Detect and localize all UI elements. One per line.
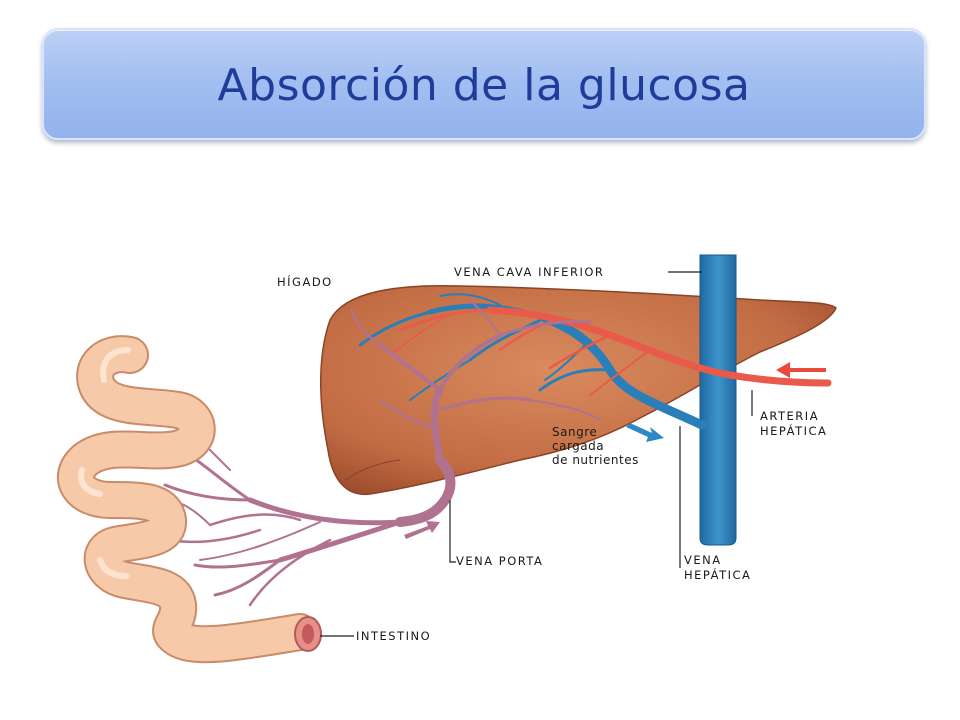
hepatic-artery-network xyxy=(389,306,832,396)
label-inferior-vena-cava: VENA CAVA INFERIOR xyxy=(454,265,604,279)
label-hepatic-artery-line1: ARTERIA xyxy=(760,409,819,423)
small-intestine xyxy=(57,335,319,664)
arterial-flow-arrow xyxy=(776,362,826,378)
label-hepatic-artery-line2: HEPÁTICA xyxy=(760,423,827,438)
hepatic-vein-network xyxy=(358,293,707,430)
label-hepatic-vein-line2: HEPÁTICA xyxy=(684,567,751,582)
label-nutrient-blood-line1: Sangre xyxy=(552,425,597,439)
label-liver: HÍGADO xyxy=(277,274,333,289)
portal-vein-network xyxy=(163,299,601,607)
slide-title: Absorción de la glucosa xyxy=(217,60,751,111)
liver-lobe-edge xyxy=(344,459,401,481)
label-hepatic-vein-line1: VENA xyxy=(684,553,722,567)
leader-lines xyxy=(320,271,753,637)
label-nutrient-blood-line2: cargada xyxy=(552,439,604,453)
label-portal-vein: VENA PORTA xyxy=(456,554,543,568)
nutrient-flow-arrow xyxy=(626,423,664,442)
label-nutrient-blood-line3: de nutrientes xyxy=(552,453,639,467)
inferior-vena-cava xyxy=(699,254,737,546)
portal-flow-arrow xyxy=(404,521,440,539)
title-bar: Absorción de la glucosa xyxy=(42,28,926,140)
label-intestine: INTESTINO xyxy=(356,629,431,643)
